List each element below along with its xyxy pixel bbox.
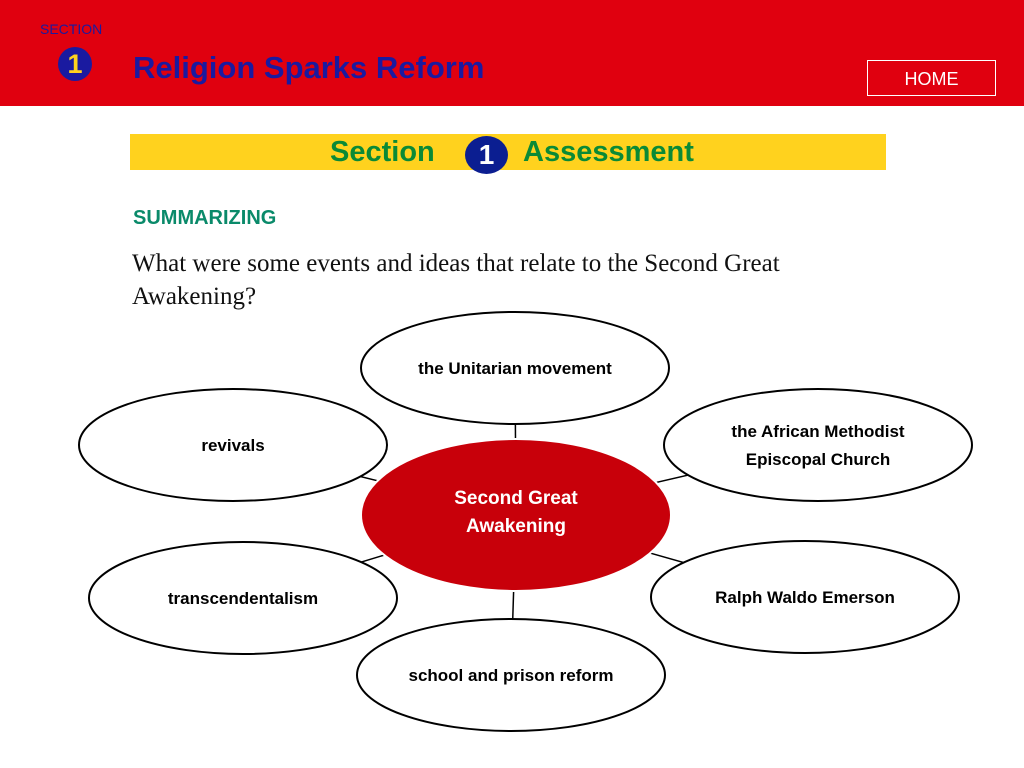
assessment-word: Assessment xyxy=(523,136,694,168)
concept-node-label: revivals xyxy=(201,436,264,455)
concept-node-label: school and prison reform xyxy=(409,666,614,685)
concept-node-label: Ralph Waldo Emerson xyxy=(715,588,895,607)
concept-node-label: the Unitarian movement xyxy=(418,359,612,378)
summarizing-heading: SUMMARIZING xyxy=(133,207,277,229)
center-node-ellipse xyxy=(360,438,672,592)
concept-node: school and prison reform xyxy=(356,618,666,732)
question-text: What were some events and ideas that rel… xyxy=(132,250,780,310)
assessment-section-word: Section xyxy=(330,136,435,168)
home-button[interactable]: HOME xyxy=(867,60,996,96)
center-node-label: Second Great xyxy=(454,488,578,509)
concept-node-label: the African Methodist xyxy=(731,422,904,441)
concept-node: the Unitarian movement xyxy=(360,311,670,425)
header-bar xyxy=(0,0,1024,106)
concept-node: revivals xyxy=(78,388,388,502)
concept-node-ellipse xyxy=(650,540,960,654)
center-node-label: Awakening xyxy=(466,516,566,537)
concept-node-ellipse xyxy=(88,541,398,655)
concept-node-label: transcendentalism xyxy=(168,589,318,608)
section-number-badge: 1 xyxy=(58,47,92,81)
assessment-banner xyxy=(130,134,886,170)
concept-node-ellipse xyxy=(663,388,973,502)
outer-nodes: the Unitarian movement revivals the Africa… xyxy=(78,311,973,732)
concept-node-ellipse xyxy=(78,388,388,502)
concept-node: transcendentalism xyxy=(88,541,398,655)
concept-node-ellipse xyxy=(356,618,666,732)
page-title: Religion Sparks Reform xyxy=(133,50,485,85)
assessment-number-badge: 1 xyxy=(465,136,508,174)
concept-node-ellipse xyxy=(360,311,670,425)
concept-node-label: Episcopal Church xyxy=(746,450,891,469)
concept-node: Ralph Waldo Emerson xyxy=(650,540,960,654)
section-label: SECTION xyxy=(40,21,103,37)
